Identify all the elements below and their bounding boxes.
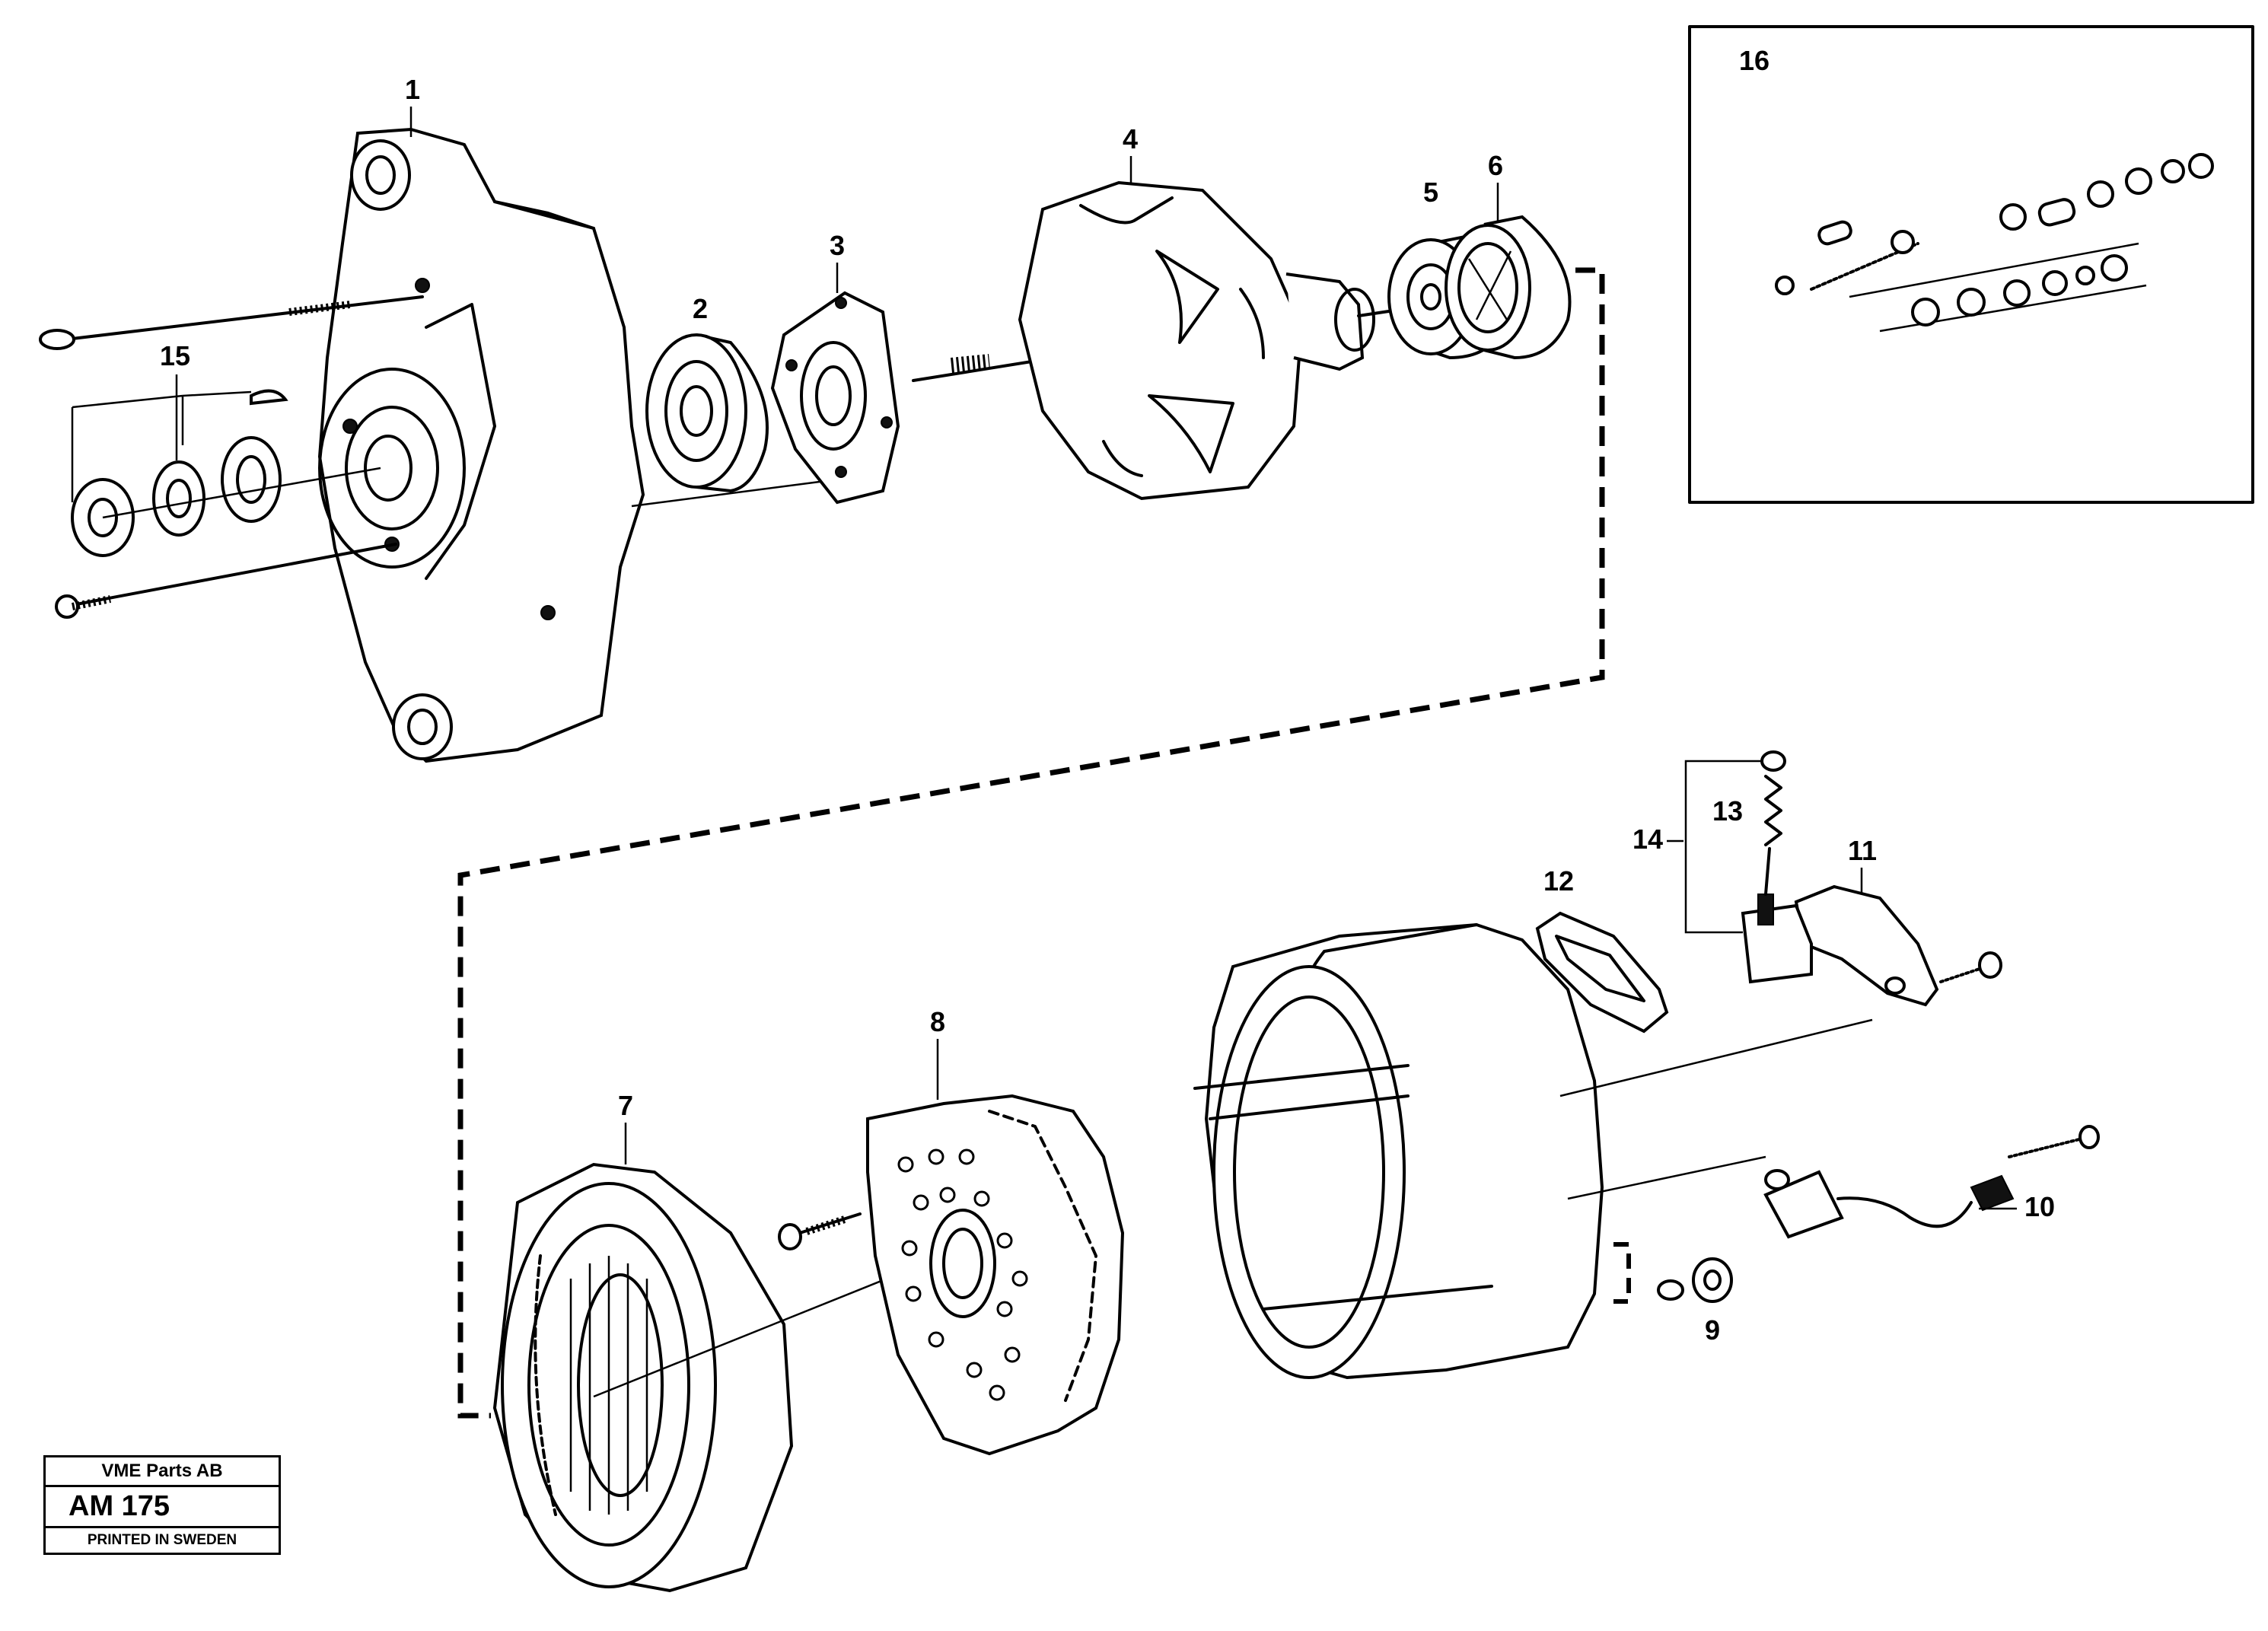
- label-11: 11: [1848, 835, 1877, 866]
- label-3: 3: [830, 230, 845, 261]
- label-5: 5: [1423, 177, 1438, 208]
- dashed-assembly-line: [457, 267, 1605, 1419]
- label-10: 10: [2024, 1191, 2055, 1222]
- short-screw: [55, 543, 397, 619]
- part-12-gasket: [1535, 911, 1669, 1034]
- part-3-retaining-plate: [770, 291, 900, 505]
- stamp-code: AM 175: [46, 1487, 279, 1528]
- rectifier-screw: [778, 1212, 862, 1250]
- label-16: 16: [1739, 45, 1769, 76]
- label-9: 9: [1705, 1314, 1720, 1346]
- label-6: 6: [1488, 150, 1503, 181]
- part-9-nut-washer: [1657, 1257, 1733, 1303]
- part-11-brush-holder: [1741, 884, 2002, 1007]
- part-8-rectifier-plate: [866, 1094, 1125, 1456]
- label-12: 12: [1543, 865, 1574, 897]
- label-14: 14: [1633, 823, 1663, 855]
- stamp-printed: PRINTED IN SWEDEN: [87, 1532, 237, 1548]
- part-1-end-housing: [317, 127, 645, 763]
- title-stamp: VME Parts AB AM 175 PRINTED IN SWEDEN: [43, 1455, 281, 1555]
- label-2: 2: [693, 293, 708, 324]
- label-4: 4: [1123, 123, 1138, 154]
- part-2-bearing: [631, 333, 838, 508]
- part-15-pulley-hardware: [71, 389, 381, 557]
- part-13-brush-spring: [1684, 750, 1786, 934]
- long-bolt: [39, 295, 424, 350]
- label-8: 8: [930, 1006, 945, 1037]
- part-7-stator: [492, 1162, 944, 1593]
- part-6-bearing-sleeve: [1445, 215, 1572, 360]
- part-4-rotor: [912, 180, 1486, 501]
- slip-ring-end-housing: [1193, 922, 1873, 1380]
- label-7: 7: [618, 1090, 633, 1121]
- part-10-suppression-capacitor: [1763, 1125, 2100, 1239]
- label-1: 1: [405, 74, 420, 105]
- inset-box-16: [1688, 25, 2254, 504]
- label-13: 13: [1712, 795, 1743, 827]
- stamp-company: VME Parts AB: [46, 1457, 279, 1487]
- label-15: 15: [160, 340, 190, 371]
